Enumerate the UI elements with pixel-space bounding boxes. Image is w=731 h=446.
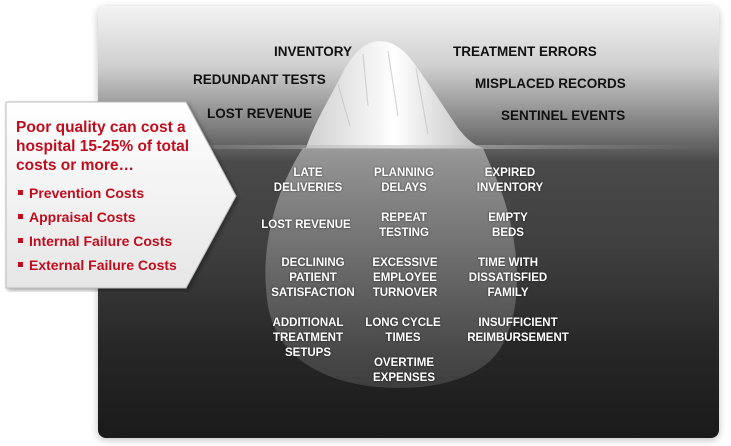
square-bullet-icon [18,190,23,196]
below-water-cost: LONG CYCLE TIMES [365,317,441,344]
cost-item-external-failure: External Failure Costs [16,253,206,277]
above-water-cost: TREATMENT ERRORS [453,44,597,59]
callout-headline: Poor quality can cost a hospital 15-25% … [16,119,190,174]
iceberg-graphic [98,41,719,388]
iceberg-scene: INVENTORY TREATMENT ERRORS REDUNDANT TESTS… [98,6,719,438]
below-water-cost: REPEAT TESTING [379,212,429,239]
below-water-cost: OVERTIME EXPENSES [373,357,435,384]
below-water-cost: LOST REVENUE [261,219,351,231]
above-water-cost: INVENTORY [274,44,353,59]
quality-cost-callout: Poor quality can cost a hospital 15-25% … [4,100,242,292]
below-water-cost: TIME WITH DISSATISFIED FAMILY [468,257,548,299]
below-water-cost: EMPTY BEDS [488,212,528,239]
below-water-cost: EXCESSIVE EMPLOYEE TURNOVER [372,257,438,299]
below-water-cost: LATE DELIVERIES [273,167,343,194]
below-water-cost: INSUFFICIENT REIMBURSEMENT [467,317,569,344]
below-water-cost: ADDITIONAL TREATMENT SETUPS [272,317,344,359]
above-water-cost: LOST REVENUE [207,106,313,121]
cost-item-prevention: Prevention Costs [16,181,206,205]
above-water-cost: MISPLACED RECORDS [475,76,626,91]
above-water-cost: REDUNDANT TESTS [193,72,326,87]
square-bullet-icon [18,214,23,220]
cost-list: Prevention Costs Appraisal Costs Interna… [16,181,206,277]
cost-item-internal-failure: Internal Failure Costs [16,229,206,253]
iceberg-underwater [265,148,517,388]
square-bullet-icon [18,262,23,268]
cost-item-appraisal: Appraisal Costs [16,205,206,229]
below-water-cost: EXPIRED INVENTORY [476,167,544,194]
below-water-cost: DECLINING PATIENT SATISFACTION [271,257,355,299]
square-bullet-icon [18,238,23,244]
above-water-cost: SENTINEL EVENTS [501,108,626,123]
below-water-cost: PLANNING DELAYS [373,167,435,194]
